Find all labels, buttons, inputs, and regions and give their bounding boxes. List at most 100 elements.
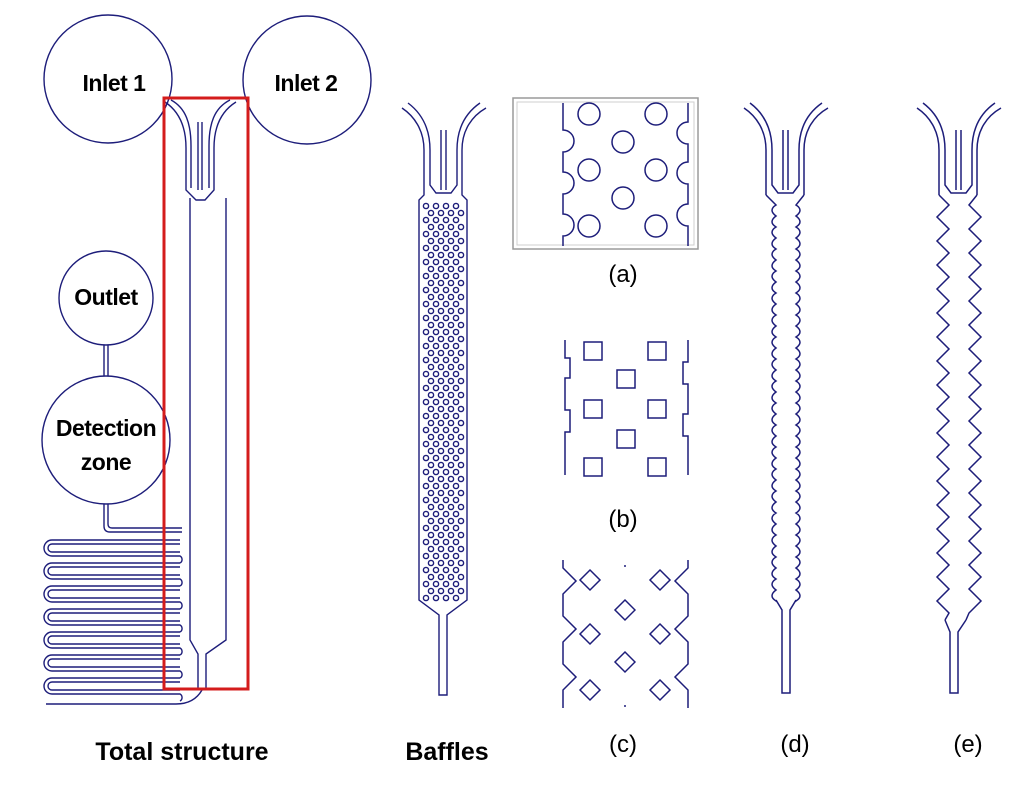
baffle-hole [447, 279, 455, 287]
baffle-hole [432, 230, 440, 238]
baffle-hole [442, 594, 450, 602]
baffle-hole [427, 545, 435, 553]
baffle-hole [432, 342, 440, 350]
baffles-channel [401, 102, 487, 696]
baffle-hole [457, 209, 465, 217]
baffle-hole [457, 545, 465, 553]
baffles-caption: Baffles [405, 738, 488, 766]
serpentine-inner [47, 658, 180, 668]
baffle-hole [432, 328, 440, 336]
baffle-hole [457, 461, 465, 469]
baffle-hole [452, 426, 460, 434]
baffle-hole [437, 531, 445, 539]
inlet2-circle [242, 15, 372, 145]
baffle-hole [452, 356, 460, 364]
variant-e-right-wall [965, 194, 983, 621]
baffle-hole [432, 370, 440, 378]
baffle-hole [437, 349, 445, 357]
baffle-hole [447, 293, 455, 301]
baffle-hole [432, 272, 440, 280]
baffle-hole [457, 489, 465, 497]
baffle-hole [432, 286, 440, 294]
baffle-hole [457, 447, 465, 455]
baffle-hole [427, 391, 435, 399]
inlet1-label: Inlet 1 [83, 70, 147, 96]
serpentine-loop [43, 631, 183, 656]
baffle-hole [437, 419, 445, 427]
baffle-hole [422, 202, 430, 210]
highlight-box [162, 96, 250, 691]
baffle-hole [447, 517, 455, 525]
baffle-hole [452, 230, 460, 238]
baffle-hole [447, 433, 455, 441]
baffle-hole [437, 209, 445, 217]
inset-a-label: (a) [608, 261, 637, 288]
baffle-hole [442, 510, 450, 518]
baffle-hole [457, 293, 465, 301]
baffle-hole [452, 524, 460, 532]
baffle-hole [432, 244, 440, 252]
baffle-hole [442, 468, 450, 476]
baffle-hole [437, 573, 445, 581]
baffle-hole [452, 272, 460, 280]
baffle-hole [442, 580, 450, 588]
outlet-label: Outlet [74, 284, 138, 310]
baffle-hole [427, 363, 435, 371]
baffle-hole [427, 433, 435, 441]
baffle-hole [447, 419, 455, 427]
baffle-hole [427, 265, 435, 273]
baffle-hole [452, 258, 460, 266]
baffle-hole [432, 566, 440, 574]
serpentine-loop [43, 608, 183, 633]
detection-zone-circle [41, 375, 171, 505]
baffle-hole [427, 573, 435, 581]
baffle-hole [447, 251, 455, 259]
baffle-hole [452, 496, 460, 504]
baffle-hole [442, 538, 450, 546]
baffle-hole [432, 426, 440, 434]
variant-d-right-wall [794, 194, 805, 603]
baffle-hole [457, 363, 465, 371]
baffle-hole [432, 398, 440, 406]
baffle-hole [452, 538, 460, 546]
baffle-hole [452, 566, 460, 574]
baffle-hole [442, 426, 450, 434]
baffle-hole [437, 475, 445, 483]
baffle-hole [457, 251, 465, 259]
baffle-hole [447, 573, 455, 581]
baffle-hole [457, 265, 465, 273]
baffle-hole [437, 489, 445, 497]
baffle-hole [422, 384, 430, 392]
inset-a [512, 97, 699, 250]
baffle-hole [442, 314, 450, 322]
baffle-hole [432, 412, 440, 420]
baffle-hole [452, 328, 460, 336]
baffle-hole [447, 531, 455, 539]
baffle-hole [422, 286, 430, 294]
baffle-hole [452, 300, 460, 308]
baffle-hole [442, 440, 450, 448]
baffle-hole [432, 496, 440, 504]
baffle-hole [422, 370, 430, 378]
baffle-hole [442, 370, 450, 378]
baffle-hole [427, 475, 435, 483]
inset-b-label: (b) [608, 506, 637, 533]
baffle-hole [442, 482, 450, 490]
baffle-hole [452, 552, 460, 560]
baffle-hole [442, 524, 450, 532]
serpentine-loop [43, 654, 183, 679]
baffle-hole [432, 216, 440, 224]
baffle-hole [447, 321, 455, 329]
baffle-hole [442, 286, 450, 294]
baffle-hole [422, 258, 430, 266]
baffle-hole [447, 391, 455, 399]
baffle-hole [457, 391, 465, 399]
baffle-hole [422, 566, 430, 574]
baffle-hole [437, 293, 445, 301]
variant-e-label: (e) [953, 731, 982, 758]
baffle-hole [437, 461, 445, 469]
baffle-hole [447, 587, 455, 595]
serpentine-inner [47, 612, 180, 622]
baffle-hole [452, 398, 460, 406]
baffle-hole [427, 307, 435, 315]
